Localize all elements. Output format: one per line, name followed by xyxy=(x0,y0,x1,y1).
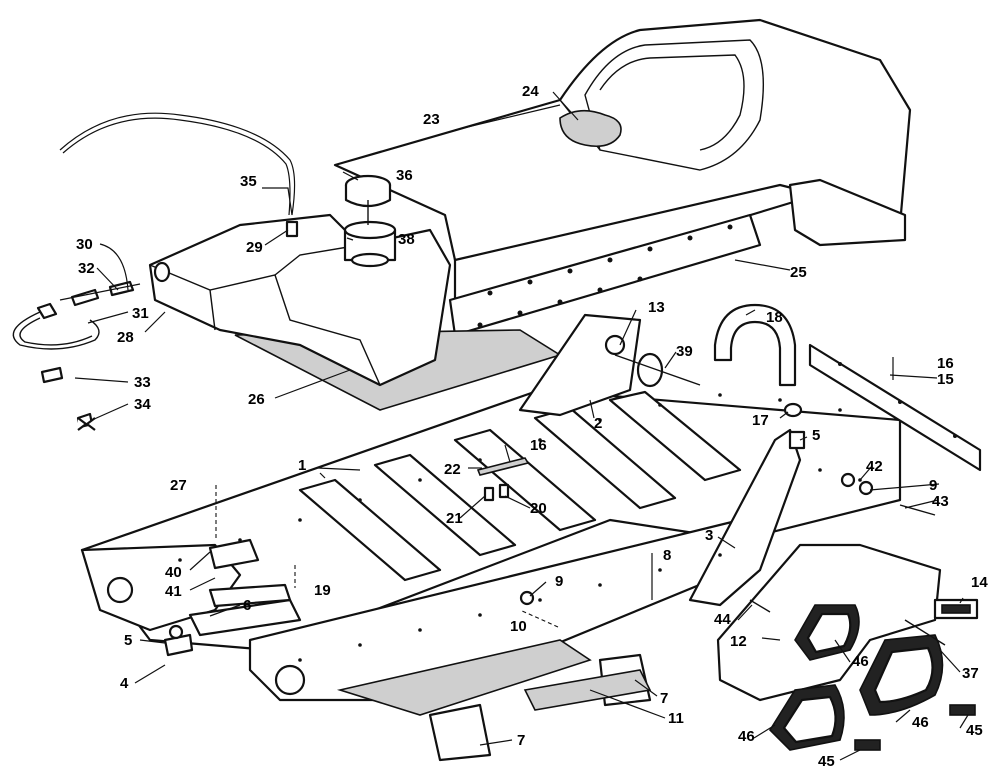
rear-bumper xyxy=(713,303,797,387)
small-parts xyxy=(77,352,979,762)
fuel-line-assembly xyxy=(12,280,141,429)
callout-2: 2 xyxy=(594,415,602,432)
callout-46b: 46 xyxy=(912,714,929,731)
callout-46c: 46 xyxy=(738,728,755,745)
callout-29: 29 xyxy=(246,239,263,256)
callout-11: 11 xyxy=(668,710,684,727)
callout-15: 15 xyxy=(937,371,954,388)
callout-9b: 9 xyxy=(929,477,937,494)
callout-labels: 1 2 3 4 5 5 6 7 7 8 9 9 10 11 12 13 14 1… xyxy=(76,83,988,770)
trim-bar xyxy=(808,343,982,472)
leader-lines xyxy=(74,91,969,761)
callout-31: 31 xyxy=(132,305,149,322)
chassis-belly-pan xyxy=(80,313,902,716)
callout-5b: 5 xyxy=(812,427,820,444)
callout-27: 27 xyxy=(170,477,187,494)
callout-45a: 45 xyxy=(966,722,983,739)
callout-33: 33 xyxy=(134,374,151,391)
callout-7a: 7 xyxy=(660,690,668,707)
callout-22: 22 xyxy=(444,461,461,478)
callout-39: 39 xyxy=(676,343,693,360)
decal-46-c xyxy=(768,684,845,751)
callout-28: 28 xyxy=(117,329,134,346)
callout-30: 30 xyxy=(76,236,93,253)
callout-12: 12 xyxy=(730,633,747,650)
callout-20: 20 xyxy=(530,500,547,517)
tunnel-ribs xyxy=(298,390,742,582)
callout-26: 26 xyxy=(248,391,265,408)
callout-23: 23 xyxy=(423,111,440,128)
fuel-tank-assembly xyxy=(59,112,562,411)
seat-assembly xyxy=(333,18,912,337)
seat-rivets xyxy=(477,224,733,328)
callout-7b: 7 xyxy=(517,732,525,749)
callout-9a: 9 xyxy=(555,573,563,590)
callout-40: 40 xyxy=(165,564,182,581)
callout-6: 6 xyxy=(243,597,251,614)
callout-35: 35 xyxy=(240,173,257,190)
callout-13: 13 xyxy=(648,299,665,316)
callout-36: 36 xyxy=(396,167,413,184)
callout-4: 4 xyxy=(120,675,129,692)
side-panel xyxy=(716,543,942,702)
callout-14: 14 xyxy=(971,574,988,591)
decal-46-b xyxy=(859,634,944,716)
callout-46a: 46 xyxy=(852,653,869,670)
callout-37: 37 xyxy=(962,665,979,682)
seat-patch xyxy=(559,109,622,148)
callout-1: 1 xyxy=(298,457,306,474)
callout-17: 17 xyxy=(752,412,769,429)
callout-45b: 45 xyxy=(818,753,835,770)
callout-34: 34 xyxy=(134,396,151,413)
callout-44: 44 xyxy=(714,611,731,628)
callout-42: 42 xyxy=(866,458,883,475)
callout-43: 43 xyxy=(932,493,949,510)
callout-41: 41 xyxy=(165,583,182,600)
callout-24: 24 xyxy=(522,83,539,100)
callout-5a: 5 xyxy=(124,632,132,649)
callout-21: 21 xyxy=(446,510,463,527)
callout-16b: 16 xyxy=(530,437,547,454)
callout-3: 3 xyxy=(705,527,713,544)
callout-32: 32 xyxy=(78,260,95,277)
callout-25: 25 xyxy=(790,264,807,281)
callout-16a: 16 xyxy=(937,355,954,372)
callout-10: 10 xyxy=(510,618,527,635)
callout-8: 8 xyxy=(663,547,671,564)
callout-38: 38 xyxy=(398,231,415,248)
callout-19: 19 xyxy=(314,582,331,599)
callout-18: 18 xyxy=(766,309,783,326)
